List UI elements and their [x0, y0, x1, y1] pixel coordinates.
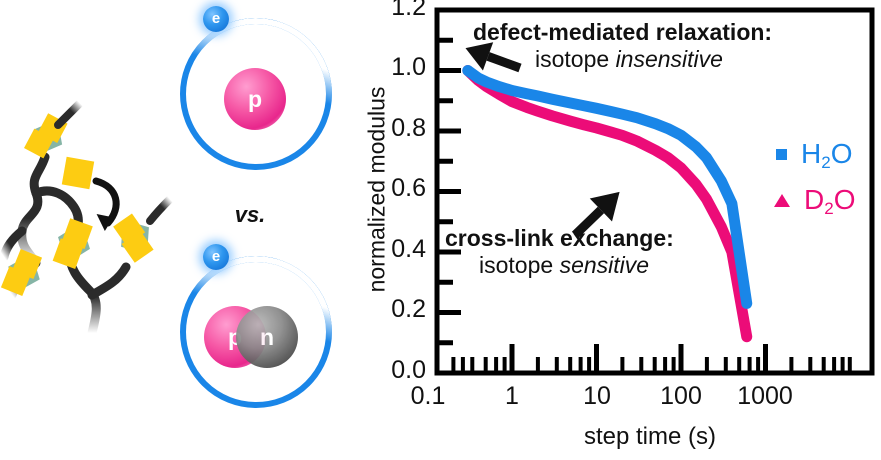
- proton-particle: p: [224, 68, 286, 130]
- y-major-ticks: [437, 7, 461, 376]
- legend-item-d2o: D2O: [774, 184, 856, 218]
- legend-h2o-tail: O: [830, 138, 853, 169]
- electron-particle: e: [203, 244, 229, 270]
- y-tick-label: 0.6: [391, 174, 426, 202]
- plot-canvas: [434, 7, 875, 376]
- x-tick-label: 1: [505, 382, 519, 410]
- y-tick-label: 0.2: [391, 295, 426, 323]
- crosslink-node: [0, 249, 43, 297]
- y-tick-label: 0.0: [391, 356, 426, 384]
- polymer-chain: [17, 152, 50, 268]
- legend-h2o-sub: 2: [821, 153, 831, 172]
- y-tick-label: 1.2: [391, 0, 426, 21]
- crosslink-node: [24, 99, 84, 159]
- y-tick-label: 1.0: [391, 53, 426, 81]
- atom-deuterium: p n e: [180, 244, 332, 428]
- orbit-fade-mask: [180, 18, 332, 170]
- defect-annotation-arrow-icon: [465, 42, 522, 73]
- legend-d2o-sub: 2: [824, 199, 834, 218]
- y-minor-ticks: [437, 37, 453, 346]
- x-tick-label: 1000: [737, 382, 793, 410]
- y-tick-label: 0.4: [391, 235, 426, 263]
- x-tick-label: 100: [660, 382, 702, 410]
- x-tick-label: 10: [583, 382, 611, 410]
- exchange-arrow-icon: [92, 177, 120, 231]
- vs-label: vs.: [234, 202, 266, 227]
- series-line-h2o: [462, 65, 753, 309]
- crosslink-annotation-line2: isotope sensitive: [479, 252, 674, 279]
- crosslink-free-square: [61, 156, 95, 190]
- relaxation-chart: normalized modulus 1.2 1.0 0.8 0.6 0.4 0…: [330, 0, 881, 460]
- legend-d2o-main: D: [804, 184, 825, 215]
- crosslink-annotation-emphasis: sensitive: [559, 252, 650, 278]
- crosslink-node: [52, 218, 93, 269]
- x-axis-label: step time (s): [583, 423, 717, 450]
- defect-annotation: defect-mediated relaxation: isotope inse…: [473, 19, 772, 73]
- x-tick-label: 0.1: [410, 382, 446, 410]
- legend-item-h2o: H2O: [776, 138, 853, 172]
- legend-d2o-tail: O: [833, 184, 856, 215]
- atom-protium: p e: [180, 6, 332, 180]
- crosslink-annotation-line1: cross-link exchange:: [445, 225, 674, 251]
- x-minor-ticks: [451, 357, 852, 373]
- legend-label-d2o: D2O: [804, 184, 856, 218]
- legend-h2o-main: H: [801, 138, 822, 169]
- orbit-fade-mask: [180, 256, 332, 408]
- polymer-chain: [0, 226, 27, 262]
- defect-annotation-emphasis: insensitive: [615, 46, 723, 72]
- legend-marker-triangle-icon: [774, 193, 790, 207]
- defect-annotation-prefix: isotope: [535, 46, 616, 72]
- polymer-chain: [87, 262, 131, 300]
- electron-particle: e: [203, 6, 229, 32]
- proton-label: p: [247, 86, 263, 112]
- crosslink-node: [113, 195, 174, 263]
- defect-annotation-line1: defect-mediated relaxation:: [473, 19, 773, 45]
- defect-annotation-line2: isotope insensitive: [535, 46, 772, 73]
- crosslink-annotation-prefix: isotope: [479, 252, 560, 278]
- crosslink-annotation-arrow-icon: [571, 191, 620, 239]
- isotope-schematic-panel: p e vs. p n e: [0, 0, 400, 460]
- electron-label: e: [211, 248, 221, 265]
- neutron-label: n: [259, 324, 275, 350]
- legend-marker-square-icon: [776, 148, 787, 160]
- crosslink-annotation: cross-link exchange: isotope sensitive: [445, 225, 674, 279]
- legend-label-h2o: H2O: [801, 138, 853, 172]
- series-line-d2o: [462, 65, 753, 343]
- y-tick-label: 0.8: [391, 114, 426, 142]
- polymer-network-svg: [0, 99, 174, 338]
- polymer-network-illustration: [0, 95, 175, 355]
- electron-label: e: [211, 10, 221, 27]
- neutron-particle: n: [236, 306, 298, 368]
